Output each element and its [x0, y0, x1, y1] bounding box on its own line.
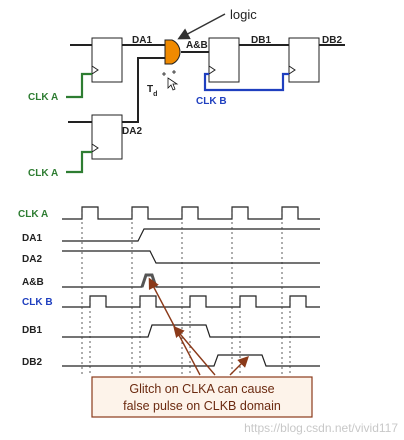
cursor-move-icon — [162, 70, 179, 91]
clock-triangle-da1 — [91, 65, 99, 75]
waveform-db2 — [62, 354, 320, 367]
clock-triangle-db1 — [208, 65, 216, 75]
annotation-line2: false pulse on CLKB domain — [123, 399, 281, 413]
circuit-schematic: logic DA1 DA2 A&B DB1 DB2 Td CLK A CLK A… — [28, 7, 345, 179]
arrow-to-db1 — [173, 325, 216, 376]
watermark-text: https://blog.csdn.net/vivid117 — [244, 421, 398, 435]
signal-name-db1: DB1 — [22, 325, 42, 336]
arrow-to-db2 — [229, 356, 249, 376]
arrow-to-glitch — [148, 277, 201, 376]
clka-bottom-wire — [66, 150, 92, 174]
flipflop-da1 — [91, 37, 123, 83]
signal-name-clka: CLK A — [18, 209, 48, 220]
waveform-aandb — [62, 274, 320, 288]
db2-label: DB2 — [322, 35, 342, 46]
clka-top-label: CLK A — [28, 92, 58, 103]
clock-triangle-da2 — [91, 143, 99, 153]
clock-triangle-db2 — [288, 65, 296, 75]
waveform-clkb — [62, 295, 320, 308]
timing-diagram: CLK A DA1 DA2 A&B CLK B DB1 DB2 — [18, 206, 320, 376]
da1-label: DA1 — [132, 35, 152, 46]
clka-top-wire — [66, 72, 92, 99]
clkb-wire — [203, 72, 289, 92]
flipflop-db2 — [288, 37, 320, 83]
waveform-da2 — [62, 250, 320, 264]
signal-name-aandb: A&B — [22, 277, 44, 288]
annotation-line1: Glitch on CLKA can cause — [129, 382, 274, 396]
glitch-highlight — [140, 273, 158, 288]
flipflop-da2 — [91, 114, 123, 160]
waveform-db1 — [62, 324, 320, 338]
signal-name-da1: DA1 — [22, 233, 42, 244]
waveform-clka — [62, 206, 320, 220]
and-gate — [164, 39, 181, 65]
clka-bottom-label: CLK A — [28, 168, 58, 179]
signal-name-da2: DA2 — [22, 254, 42, 265]
td-label: Td — [147, 84, 157, 98]
da2-label: DA2 — [122, 126, 142, 137]
db1-label: DB1 — [251, 35, 271, 46]
signal-name-db2: DB2 — [22, 357, 42, 368]
clkb-label: CLK B — [196, 96, 227, 107]
annotation-box: Glitch on CLKA can cause false pulse on … — [91, 376, 313, 418]
logic-label: logic — [230, 7, 257, 22]
aandb-label: A&B — [186, 40, 208, 51]
waveform-da1 — [62, 228, 320, 242]
signal-name-clkb: CLK B — [22, 297, 53, 308]
flipflop-db1 — [208, 37, 240, 83]
